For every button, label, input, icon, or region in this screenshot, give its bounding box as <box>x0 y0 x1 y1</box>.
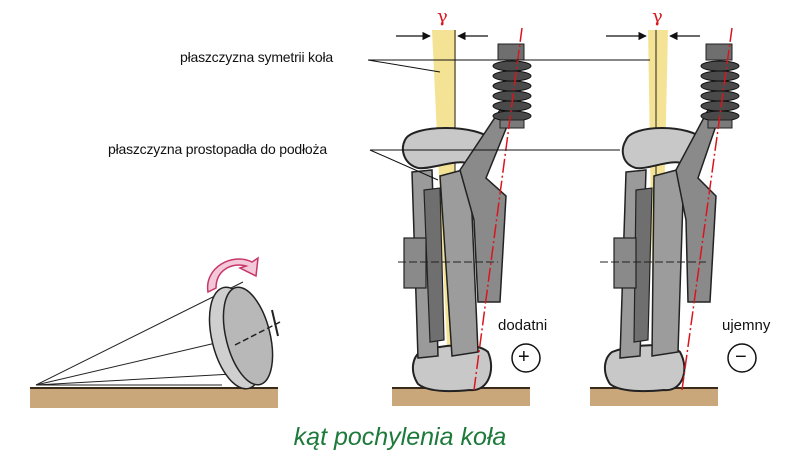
ground-strip-right <box>590 388 718 406</box>
suspension-negative <box>590 27 740 406</box>
positive-circle-icon <box>511 343 541 373</box>
caption: kąt pochylenia koła <box>293 423 507 451</box>
perpendicular-plane-label: płaszczyzna prostopadła do podłoża <box>108 141 327 157</box>
gamma-label-right: γ <box>652 6 663 27</box>
positive-symbol: + <box>518 346 530 368</box>
negative-symbol: − <box>735 346 747 368</box>
strut-axis-2 <box>681 27 733 391</box>
spring <box>492 60 532 122</box>
suspension-positive <box>392 27 532 406</box>
spring-2 <box>700 60 740 122</box>
symmetry-plane-label: płaszczyzna symetrii koła <box>180 49 333 65</box>
leader-lines <box>367 59 650 181</box>
ground-strip-mid <box>392 388 530 406</box>
gamma-label-left: γ <box>437 6 448 27</box>
strut-axis <box>473 27 523 391</box>
rotation-arrow-icon <box>207 256 259 294</box>
negative-circle-icon <box>727 343 757 373</box>
negative-label: ujemny <box>722 317 771 334</box>
ground-strip-left <box>30 388 278 408</box>
positive-label: dodatni <box>498 317 548 334</box>
tilted-wheel-sketch <box>30 256 281 408</box>
